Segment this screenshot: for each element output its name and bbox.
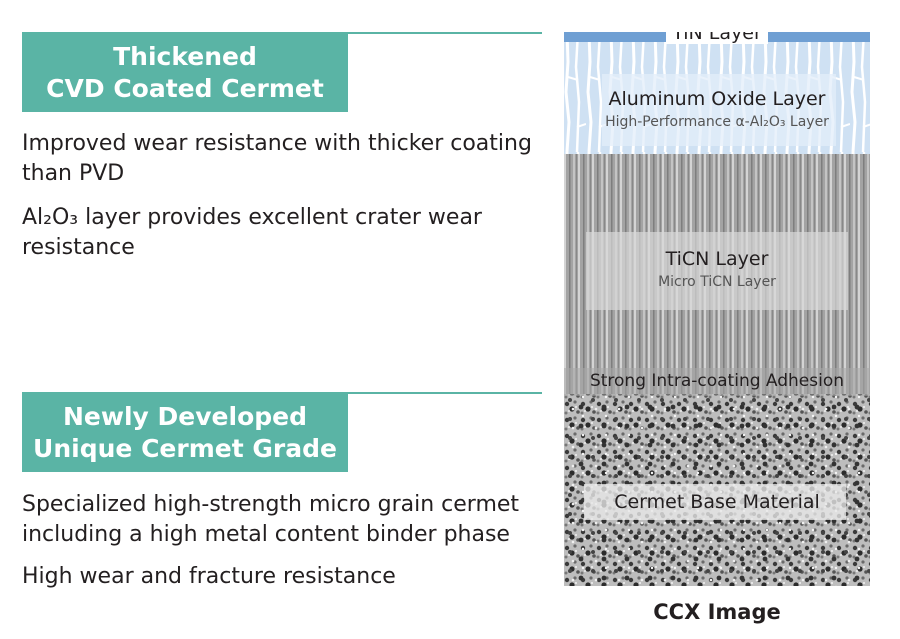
- section-1-title: Thickened CVD Coated Cermet: [22, 33, 348, 112]
- section-2-title-line1: Newly Developed: [63, 402, 307, 431]
- section-1-point-1: Improved wear resistance with thicker co…: [22, 131, 532, 186]
- section-2-title-line2: Unique Cermet Grade: [33, 434, 337, 463]
- section-2-point-1: Specialized high-strength micro grain ce…: [22, 492, 520, 547]
- section-1-title-line2: CVD Coated Cermet: [46, 74, 324, 103]
- alumina-label: Aluminum Oxide Layer High-Performance α-…: [605, 88, 829, 130]
- section-1-title-line1: Thickened: [113, 42, 257, 71]
- coating-cross-section: TiN Layer Aluminum Oxide Layer High-Perf…: [564, 32, 870, 586]
- section-2-point-2: High wear and fracture resistance: [22, 564, 396, 589]
- section-2-title: Newly Developed Unique Cermet Grade: [22, 393, 348, 472]
- ticn-label: TiCN Layer Micro TiCN Layer: [658, 248, 776, 290]
- tin-label: TiN Layer: [564, 32, 870, 44]
- section-1-point-2: Al₂O₃ layer provides excellent crater we…: [22, 205, 482, 260]
- base-label: Cermet Base Material: [614, 491, 820, 513]
- adhesion-label: Strong Intra-coating Adhesion: [589, 371, 845, 391]
- diagram-caption: CCX Image: [653, 600, 781, 624]
- cross-section-image: [564, 32, 870, 586]
